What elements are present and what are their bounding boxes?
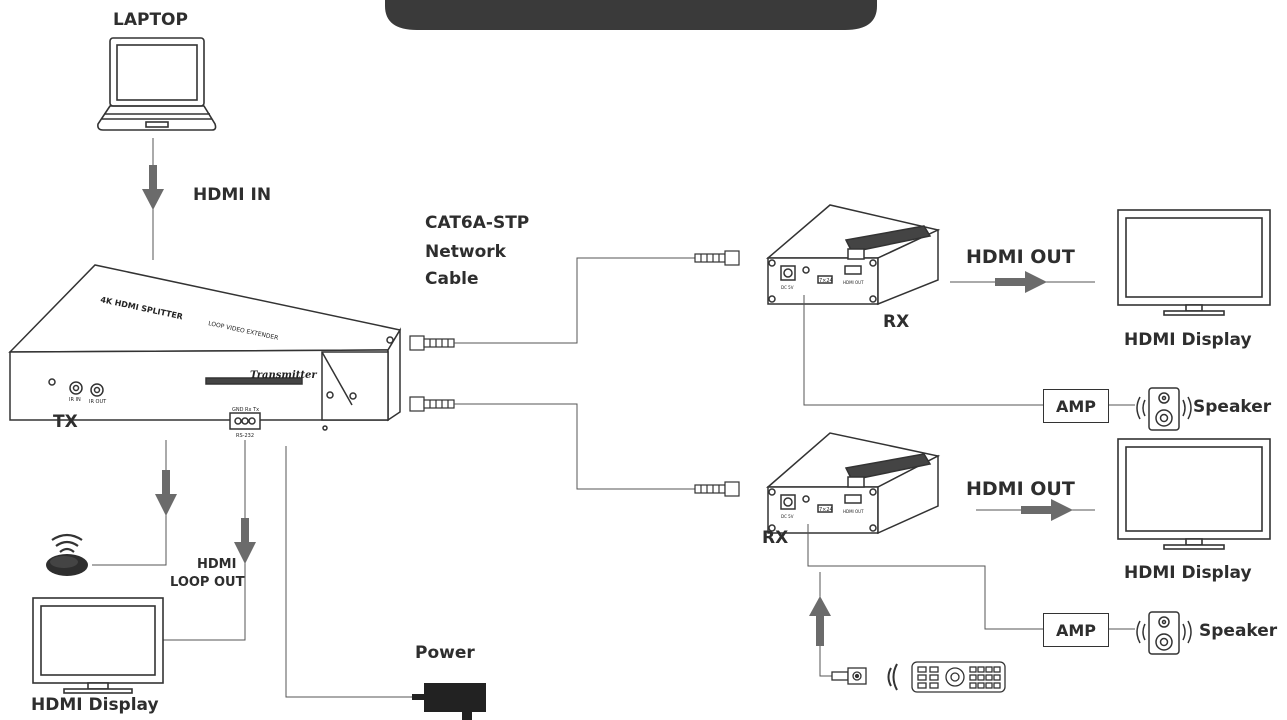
speaker-label-2: Speaker [1199, 621, 1278, 641]
rj45-plug-rx1 [694, 250, 740, 266]
amp-box-2: AMP [1043, 613, 1109, 647]
rj45-plug-bottom [409, 396, 455, 412]
rj45-plug-rx2 [694, 481, 740, 497]
ir-emitter-icon [46, 533, 88, 576]
hdmi-loop-line [163, 440, 246, 641]
laptop-label: LAPTOP [113, 10, 188, 30]
amp-box-1: AMP [1043, 389, 1109, 423]
network-cable-2 [454, 403, 695, 490]
network-cable-1 [454, 257, 695, 344]
rj45-plug-top [409, 335, 455, 351]
title-banner [385, 0, 877, 30]
hdmi-display-label-3: HDMI Display [31, 695, 159, 715]
hdmi-in-arrow [142, 165, 164, 210]
speaker-label-1: Speaker [1193, 397, 1272, 417]
rx1-tag: 7×24 [819, 278, 833, 284]
tx-face-label: Transmitter [250, 370, 317, 381]
rx-label-1: RX [883, 312, 910, 332]
ir-signal-icon [887, 663, 898, 691]
rx2-port-dc: DC 5V [781, 514, 794, 519]
cable-label-line1: CAT6A-STP [425, 213, 530, 233]
tx-label: TX [53, 412, 78, 432]
ir-up-arrow [809, 596, 831, 646]
ir-extender-line [92, 440, 167, 566]
hdmi-out-label-1: HDMI OUT [966, 246, 1075, 268]
hdmi-display-label-1: HDMI Display [1124, 330, 1252, 350]
hdmi-display-3 [32, 597, 164, 694]
rx1-port-hdmi: HDMI OUT [843, 280, 864, 285]
hdmi-loop-arrow [234, 518, 256, 564]
cable-label-line3: Cable [425, 269, 479, 289]
rx1-port-dc: DC 5V [781, 285, 794, 290]
laptop-icon [97, 37, 217, 131]
tx-rs232-label: RS-232 [236, 433, 254, 439]
rx2-port-hdmi: HDMI OUT [843, 509, 864, 514]
hdmi-display-label-2: HDMI Display [1124, 563, 1252, 583]
ir-receiver-icon [831, 667, 867, 685]
speaker-icon-1 [1136, 387, 1192, 431]
rx2-tag: 7×24 [819, 507, 833, 513]
tx-transmitter [8, 264, 402, 431]
hdmi-out-label-2: HDMI OUT [966, 478, 1075, 500]
power-cable [285, 446, 412, 698]
hdmi-display-2 [1117, 438, 1271, 550]
hdmi-loop-label-line2: LOOP OUT [170, 575, 245, 590]
hdmi-display-1 [1117, 209, 1271, 316]
hdmi-in-label: HDMI IN [193, 185, 272, 205]
remote-control-icon [911, 661, 1006, 693]
rx-receiver-1 [765, 204, 941, 306]
rx1-audio-line [803, 295, 1043, 406]
power-adapter-icon [412, 683, 486, 720]
rx-receiver-2 [765, 432, 941, 535]
hdmi-out-arrow-1 [995, 271, 1047, 293]
tx-rs232-pins: GND Rx Tx [232, 407, 259, 413]
hdmi-out-arrow-2 [1021, 499, 1073, 521]
hdmi-loop-label-line1: HDMI [197, 557, 237, 572]
power-label: Power [415, 643, 475, 663]
speaker-icon-2 [1136, 611, 1192, 655]
rx-label-2: RX [762, 528, 789, 548]
cable-label-line2: Network [425, 242, 506, 262]
rx2-audio-line [807, 524, 1043, 630]
tx-port-ir-out: IR OUT [89, 399, 107, 405]
ir-out-arrow [155, 470, 177, 516]
tx-port-ir-in: IR IN [69, 397, 81, 403]
